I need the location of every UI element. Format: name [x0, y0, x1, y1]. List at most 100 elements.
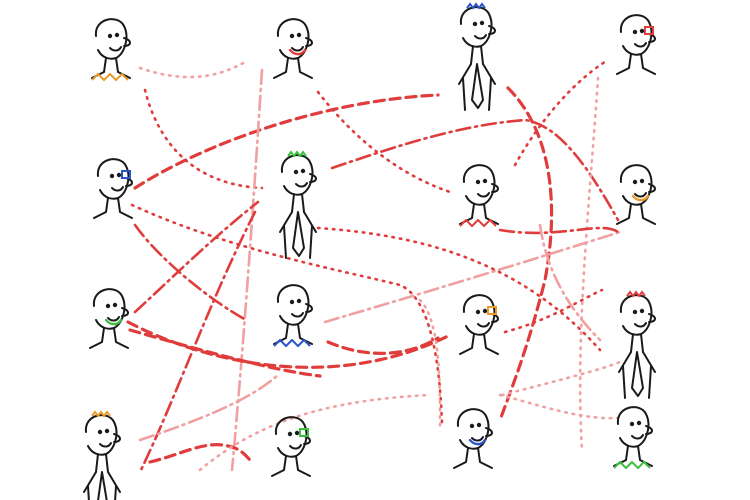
connection-line-13 [323, 230, 622, 324]
eye [105, 303, 111, 309]
mouth [477, 192, 490, 198]
nose [113, 433, 121, 443]
eye [293, 169, 299, 175]
connection-line-25 [128, 328, 322, 378]
eye [475, 179, 481, 185]
connection-line-24 [498, 393, 620, 420]
neck-shoulders [89, 327, 129, 349]
collar-accent [91, 73, 129, 81]
tie [97, 471, 108, 500]
eye [472, 21, 478, 27]
person-7-figure [459, 164, 499, 227]
neck-shoulders [453, 447, 493, 469]
head-outline [94, 18, 128, 60]
neck [291, 193, 305, 213]
connection-line-15 [126, 320, 452, 369]
neck-shoulders [616, 203, 656, 225]
collar-accent [613, 461, 651, 469]
hair-accent [91, 410, 111, 418]
connection-line-18 [138, 373, 280, 442]
tie [292, 211, 305, 257]
person-12-figure [618, 290, 656, 399]
mouth [107, 316, 120, 322]
torso [87, 485, 117, 500]
person-6-figure [279, 150, 317, 259]
hair-accent [626, 290, 646, 298]
eye [104, 428, 110, 434]
connection-line-10 [133, 200, 260, 314]
neck [630, 333, 644, 353]
connection-line-11 [133, 223, 248, 322]
glasses-accent [644, 26, 654, 35]
person-1-figure [91, 18, 131, 81]
eye [289, 33, 295, 39]
neck-shoulders [93, 197, 133, 219]
mouth [631, 434, 644, 440]
eye [109, 173, 115, 179]
eye [112, 302, 118, 308]
shoulders [618, 351, 656, 373]
eye [482, 308, 488, 314]
nose [648, 183, 656, 193]
person-10-figure [273, 284, 313, 347]
eye [639, 308, 645, 314]
collar-accent [459, 219, 497, 227]
hair-accent [466, 2, 486, 10]
nose [121, 307, 129, 317]
connection-line-27 [418, 298, 442, 432]
head-outline [462, 164, 496, 206]
person-3-figure [458, 2, 496, 111]
nose [305, 303, 313, 313]
eye [479, 20, 485, 26]
eye [629, 421, 635, 427]
glasses-accent [299, 428, 309, 437]
nose [488, 25, 496, 35]
nose [645, 425, 653, 435]
person-4-figure [616, 14, 656, 75]
neck-shoulders [273, 57, 313, 79]
eye [116, 172, 122, 178]
head-outline [84, 414, 118, 456]
eye [482, 178, 488, 184]
mouth [471, 436, 484, 442]
connection-line-12 [578, 76, 600, 452]
eye [639, 28, 645, 34]
eye [296, 298, 302, 304]
eye [632, 309, 638, 315]
head-outline [619, 294, 653, 336]
mouth [289, 444, 302, 450]
head-outline [276, 284, 310, 326]
head-outline [280, 154, 314, 196]
tie [471, 63, 484, 109]
collar-accent [273, 339, 311, 347]
mouth [634, 192, 647, 198]
smile-accent [288, 48, 307, 56]
eye [107, 33, 113, 39]
torso [283, 225, 313, 259]
eye [476, 422, 482, 428]
eye [294, 430, 300, 436]
neck [95, 453, 109, 473]
connection-lines [126, 58, 622, 474]
torso [622, 365, 652, 399]
eye [632, 179, 638, 185]
nose [648, 313, 656, 323]
neck-shoulders [459, 333, 499, 355]
eye [475, 309, 481, 315]
connection-line-21 [198, 393, 432, 472]
mouth [99, 442, 112, 448]
person-5-figure [93, 158, 133, 219]
connection-line-4 [133, 93, 440, 190]
eye [639, 178, 645, 184]
mouth [291, 46, 304, 52]
mouth [109, 46, 122, 52]
person-9-figure [89, 288, 129, 349]
person-11-figure [459, 294, 499, 355]
eye [636, 420, 642, 426]
connection-line-6 [230, 68, 264, 472]
connection-line-7 [330, 118, 620, 222]
hair-accent [287, 150, 307, 158]
connection-line-3 [316, 90, 452, 194]
eye [289, 299, 295, 305]
eye [287, 431, 293, 437]
